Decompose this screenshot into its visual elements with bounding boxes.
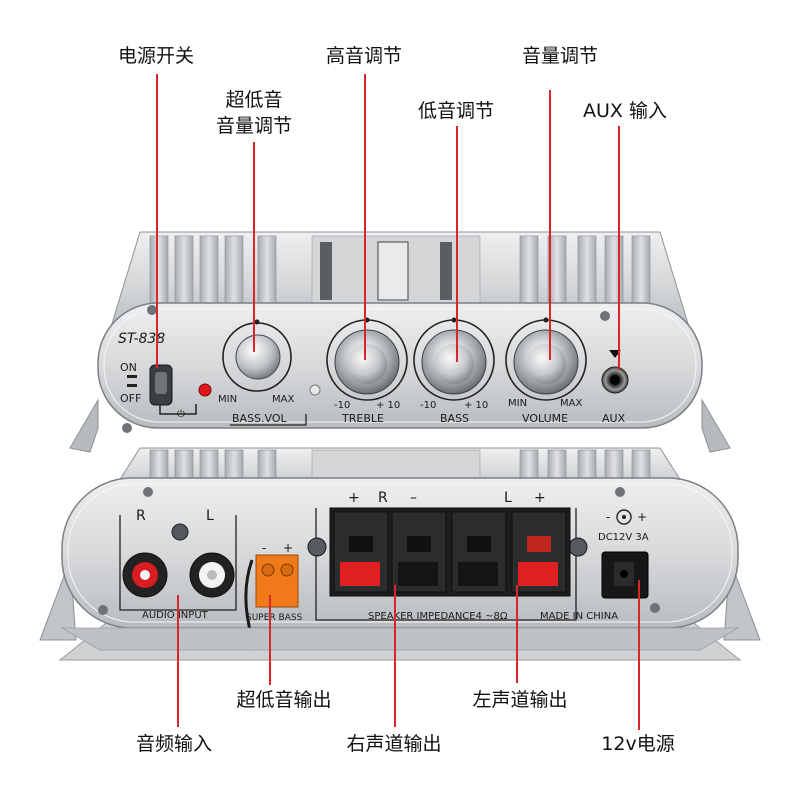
- bass-max: + 10: [464, 400, 488, 411]
- callout-line-treble: [364, 74, 366, 360]
- callout-line-aux: [618, 126, 620, 370]
- treble-label: TREBLE: [341, 412, 384, 425]
- callout-treble: 高音调节: [325, 45, 402, 67]
- audio-input-label: AUDIO INPUT: [142, 610, 209, 621]
- volume-min: MIN: [508, 398, 527, 409]
- treble-min: -10: [334, 400, 350, 411]
- callout-power-switch: 电源开关: [117, 45, 194, 67]
- made-in-label: MADE IN CHINA: [540, 611, 618, 622]
- super-bass-terminal[interactable]: [255, 554, 299, 608]
- model-label: ST-838: [118, 331, 165, 347]
- callout-line-bass: [456, 126, 458, 362]
- callout-line-power-switch: [156, 74, 158, 368]
- bass-vol-knob[interactable]: [235, 334, 281, 380]
- spk-minus-r: –: [410, 490, 417, 506]
- input-l-label: L: [206, 508, 214, 524]
- callout-sub-bass-volume-line2: 音量调节: [215, 115, 292, 137]
- speaker-clip-r-minus[interactable]: [391, 511, 447, 593]
- callout-line-audio-input: [177, 595, 179, 727]
- speaker-clip-r-plus[interactable]: [333, 511, 389, 593]
- sb-minus: -: [262, 541, 266, 555]
- spk-plus-l: +: [534, 490, 546, 506]
- callout-bass: 低音调节: [417, 100, 494, 122]
- callout-volume: 音量调节: [521, 45, 598, 67]
- callout-right-channel: 右声道输出: [346, 733, 442, 755]
- callout-line-left-channel: [516, 585, 518, 683]
- impedance-label: SPEAKER IMPEDANCE4 ~8Ω: [368, 611, 508, 622]
- spk-plus-r: +: [348, 490, 360, 506]
- bass-vol-max: MAX: [272, 394, 294, 405]
- callout-aux: AUX 输入: [583, 100, 667, 122]
- dc-symbol: -: [606, 510, 610, 524]
- callout-line-right-channel: [394, 585, 396, 727]
- callout-line-volume: [549, 90, 551, 360]
- callout-sub-bass-output: 超低音输出: [236, 689, 332, 711]
- aux-label: AUX: [602, 412, 626, 425]
- bass-vol-label: BASS.VOL: [232, 412, 288, 425]
- callout-line-sub-bass-volume: [253, 142, 255, 352]
- bass-vol-min: MIN: [218, 394, 237, 405]
- callout-left-channel: 左声道输出: [472, 689, 568, 711]
- dc-label: DC12V 3A: [598, 532, 649, 543]
- power-icon: ⏻: [177, 409, 185, 420]
- spk-l: L: [504, 490, 512, 506]
- input-r-label: R: [136, 508, 146, 524]
- treble-max: + 10: [376, 400, 400, 411]
- volume-max: MAX: [560, 398, 582, 409]
- speaker-clip-l-minus[interactable]: [451, 511, 507, 593]
- bass-min: -10: [420, 400, 436, 411]
- dc-plus-symbol: +: [637, 510, 647, 524]
- callout-sub-bass-volume-line1: 超低音: [225, 89, 283, 111]
- callout-audio-input: 音频输入: [135, 733, 212, 755]
- power-led: [198, 383, 212, 397]
- callout-line-power-12v: [638, 580, 640, 730]
- callout-line-sub-bass-output: [269, 595, 271, 685]
- super-bass-label: SUPER BASS: [246, 613, 303, 623]
- sb-plus: +: [283, 541, 293, 555]
- callout-power-12v: 12v电源: [601, 733, 675, 755]
- bass-label: BASS: [440, 412, 469, 425]
- switch-on-label: ON: [120, 361, 137, 374]
- volume-label: VOLUME: [522, 412, 568, 425]
- spk-r: R: [378, 490, 388, 506]
- speaker-clip-l-plus[interactable]: [511, 511, 567, 593]
- switch-off-label: OFF: [120, 392, 141, 405]
